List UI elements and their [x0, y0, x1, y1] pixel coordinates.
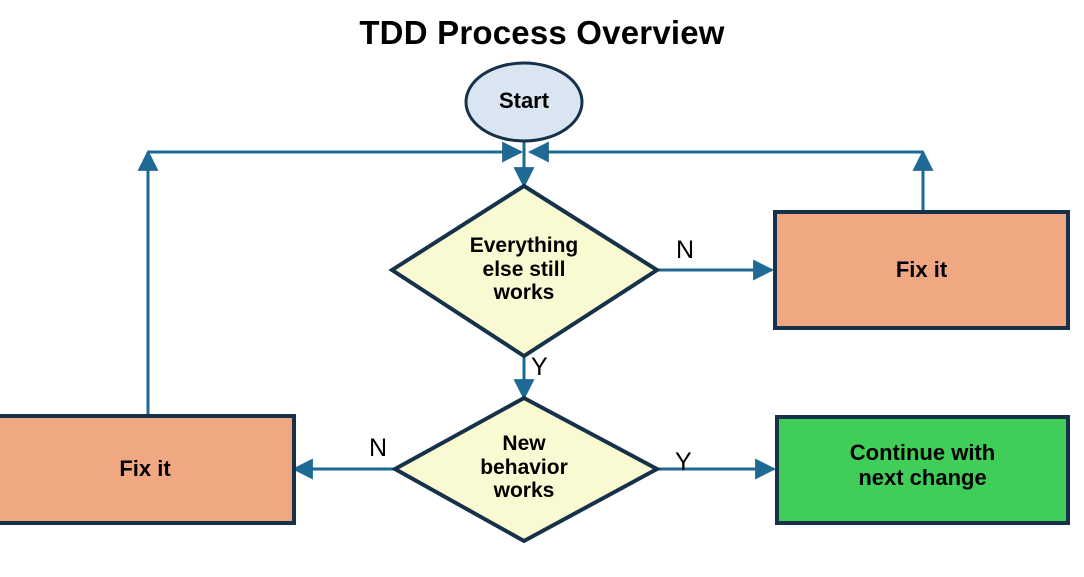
node-decision-new-behavior-works[interactable]	[390, 395, 662, 544]
node-decision-everything-else-still-works[interactable]	[388, 183, 661, 359]
edge-label-behavior-no: N	[369, 434, 388, 462]
page-title: TDD Process Overview	[359, 14, 725, 51]
edge-label-regression-yes: Y	[531, 353, 548, 381]
node-fix-it-right[interactable]	[773, 210, 1070, 330]
node-fix-it-left[interactable]	[0, 414, 296, 525]
node-continue-with-next-change[interactable]	[775, 415, 1070, 525]
edge-fixleft-loopback-to-start	[137, 141, 524, 416]
edge-label-behavior-yes: Y	[675, 448, 692, 476]
edge-label-regression-no: N	[676, 236, 695, 264]
edge-fixright-loopback-to-start	[527, 141, 934, 212]
node-start[interactable]	[464, 61, 584, 143]
